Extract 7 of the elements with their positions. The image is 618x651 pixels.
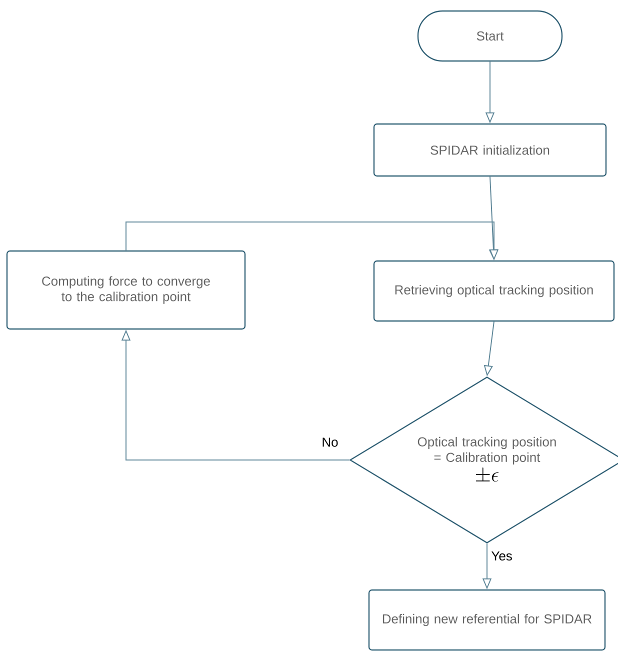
process-box: Defining new referential for SPIDAR [368,589,606,651]
edge-label: Yes [490,550,514,562]
edge-label: No [320,436,340,448]
terminator: Start [417,10,563,62]
process-box: Retrieving optical tracking position [373,260,615,322]
process-box: SPIDAR initialization [373,123,607,177]
process-box: Computing force to converge to the calibration point [6,250,246,330]
